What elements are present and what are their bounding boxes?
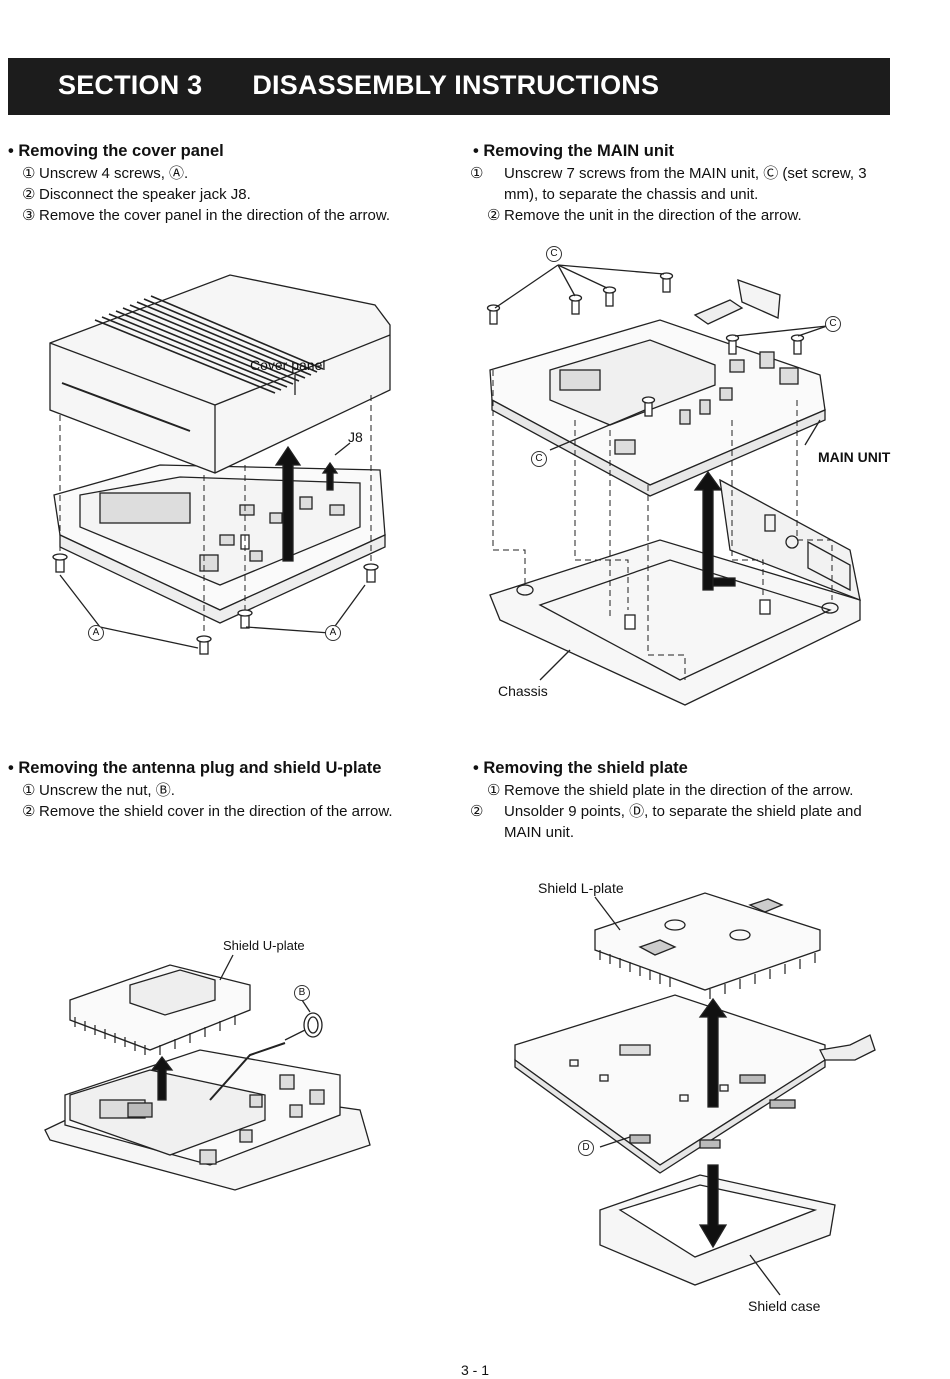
shield-plate-diagram	[514, 892, 876, 1296]
screw-c-marker: C	[531, 451, 547, 467]
screw-a-marker: A	[325, 625, 341, 641]
nut-b-marker: B	[294, 985, 310, 1001]
main-unit-heading: • Removing the MAIN unit	[473, 142, 675, 160]
shield-case-label: Shield case	[748, 1298, 821, 1314]
j8-label: J8	[348, 429, 363, 445]
cover-panel-heading: • Removing the cover panel	[8, 142, 224, 160]
shield-u-plate-diagram	[44, 954, 371, 1191]
antenna-plug-instructions: • Removing the antenna plug and shield U…	[8, 758, 448, 822]
chassis-label: Chassis	[498, 683, 548, 699]
shield-plate-heading: • Removing the shield plate	[473, 759, 688, 777]
main-unit-diagram	[486, 264, 861, 706]
section-header: SECTION 3 DISASSEMBLY INSTRUCTIONS	[8, 58, 890, 115]
screw-a-marker: A	[88, 625, 104, 641]
section-heading: DISASSEMBLY INSTRUCTIONS	[252, 70, 660, 100]
antenna-plug-heading: • Removing the antenna plug and shield U…	[8, 759, 382, 777]
section-title: SECTION 3 DISASSEMBLY INSTRUCTIONS	[58, 70, 659, 101]
cover-panel-label: Cover panel	[250, 357, 326, 373]
page-number: 3 - 1	[460, 1362, 489, 1378]
screw-c-marker: C	[825, 316, 841, 332]
shield-u-plate-label: Shield U-plate	[223, 938, 305, 953]
section-number: SECTION 3	[58, 70, 203, 100]
main-unit-label: MAIN UNIT	[818, 449, 891, 465]
cover-panel-diagram	[49, 274, 391, 655]
solder-point-d-marker: D	[578, 1140, 594, 1156]
shield-l-plate-label: Shield L-plate	[538, 880, 624, 896]
screw-c-marker: C	[546, 246, 562, 262]
